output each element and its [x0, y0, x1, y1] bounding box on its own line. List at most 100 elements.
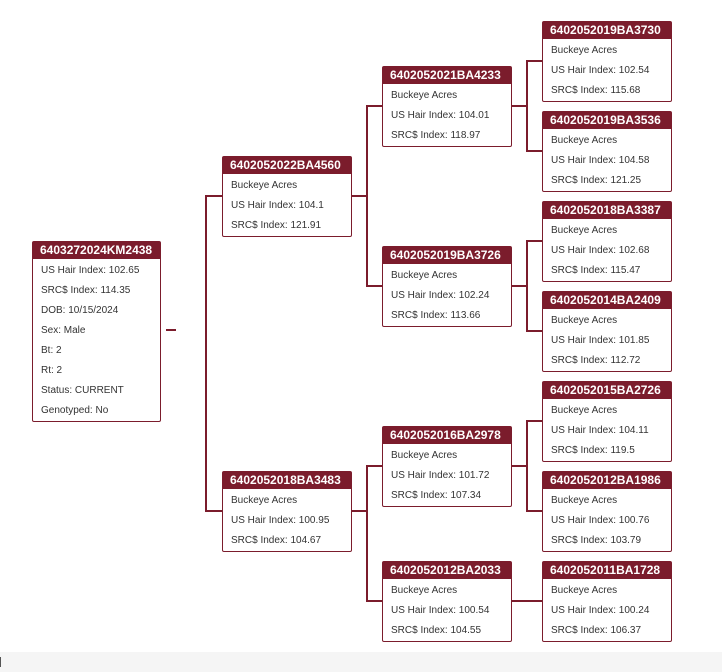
- connector-line: [512, 105, 527, 107]
- animal-id[interactable]: 6402052019BA3730: [543, 22, 671, 39]
- src-index: SRC$ Index: 115.47: [551, 265, 641, 276]
- subject-dob: DOB: 10/15/2024: [41, 305, 119, 316]
- subject-rt: Rt: 2: [41, 365, 63, 376]
- animal-id[interactable]: 6402052022BA4560: [223, 157, 351, 174]
- animal-id[interactable]: 6402052014BA2409: [543, 292, 671, 309]
- src-index: SRC$ Index: 103.79: [551, 535, 642, 546]
- animal-id[interactable]: 6402052021BA4233: [383, 67, 511, 84]
- src-index: SRC$ Index: 107.34: [391, 490, 482, 501]
- horizontal-scrollbar[interactable]: [0, 652, 722, 672]
- animal-id[interactable]: 6402052012BA1986: [543, 472, 671, 489]
- subject-bt: Bt: 2: [41, 345, 62, 356]
- breeder-name: Buckeye Acres: [551, 585, 618, 596]
- breeder-name: Buckeye Acres: [551, 315, 618, 326]
- dam-card[interactable]: 6402052018BA3483 Buckeye Acres US Hair I…: [222, 471, 352, 552]
- breeder-name: Buckeye Acres: [551, 45, 618, 56]
- connector-line: [526, 330, 542, 332]
- subject-sex: Sex: Male: [41, 325, 86, 336]
- great-grandparent-card[interactable]: 6402052019BA3730 Buckeye Acres US Hair I…: [542, 21, 672, 102]
- src-index: SRC$ Index: 121.25: [551, 175, 642, 186]
- connector-line: [526, 420, 542, 422]
- hair-index: US Hair Index: 104.1: [231, 200, 324, 211]
- breeder-name: Buckeye Acres: [391, 450, 458, 461]
- hair-index: US Hair Index: 101.72: [391, 470, 490, 481]
- breeder-name: Buckeye Acres: [391, 270, 458, 281]
- connector-line: [512, 600, 542, 602]
- great-grandparent-card[interactable]: 6402052011BA1728 Buckeye Acres US Hair I…: [542, 561, 672, 642]
- hair-index: US Hair Index: 100.95: [231, 515, 330, 526]
- src-index: SRC$ Index: 104.55: [391, 625, 482, 636]
- hair-index: US Hair Index: 104.01: [391, 110, 490, 121]
- animal-id[interactable]: 6402052015BA2726: [543, 382, 671, 399]
- connector-line: [366, 465, 368, 602]
- great-grandparent-card[interactable]: 6402052015BA2726 Buckeye Acres US Hair I…: [542, 381, 672, 462]
- connector-line: [526, 240, 542, 242]
- src-index: SRC$ Index: 115.68: [551, 85, 641, 96]
- sire-card[interactable]: 6402052022BA4560 Buckeye Acres US Hair I…: [222, 156, 352, 237]
- great-grandparent-card[interactable]: 6402052019BA3536 Buckeye Acres US Hair I…: [542, 111, 672, 192]
- connector-line: [352, 510, 367, 512]
- sire-sire-card[interactable]: 6402052021BA4233 Buckeye Acres US Hair I…: [382, 66, 512, 147]
- connector-line: [526, 60, 528, 152]
- subject-src-index: SRC$ Index: 114.35: [41, 285, 131, 296]
- breeder-name: Buckeye Acres: [551, 405, 618, 416]
- connector-line: [526, 510, 542, 512]
- hair-index: US Hair Index: 100.54: [391, 605, 490, 616]
- dam-sire-card[interactable]: 6402052016BA2978 Buckeye Acres US Hair I…: [382, 426, 512, 507]
- src-index: SRC$ Index: 112.72: [551, 355, 641, 366]
- src-index: SRC$ Index: 119.5: [551, 445, 635, 456]
- connector-line: [526, 150, 542, 152]
- hair-index: US Hair Index: 100.24: [551, 605, 650, 616]
- src-index: SRC$ Index: 106.37: [551, 625, 642, 636]
- subject-card[interactable]: 6403272024KM2438 US Hair Index: 102.65 S…: [32, 241, 161, 422]
- breeder-name: Buckeye Acres: [551, 495, 618, 506]
- animal-id[interactable]: 6402052016BA2978: [383, 427, 511, 444]
- connector-line: [366, 600, 382, 602]
- connector-line: [366, 105, 368, 287]
- animal-id[interactable]: 6402052011BA1728: [543, 562, 671, 579]
- hair-index: US Hair Index: 102.54: [551, 65, 650, 76]
- breeder-name: Buckeye Acres: [391, 90, 458, 101]
- connector-line: [526, 60, 542, 62]
- connector-line: [205, 195, 207, 512]
- breeder-name: Buckeye Acres: [231, 180, 298, 191]
- hair-index: US Hair Index: 104.11: [551, 425, 649, 436]
- connector-line: [205, 195, 222, 197]
- src-index: SRC$ Index: 113.66: [391, 310, 481, 321]
- subject-id[interactable]: 6403272024KM2438: [33, 242, 160, 259]
- connector-line: [366, 465, 382, 467]
- hair-index: US Hair Index: 102.24: [391, 290, 490, 301]
- great-grandparent-card[interactable]: 6402052014BA2409 Buckeye Acres US Hair I…: [542, 291, 672, 372]
- connector-line: [526, 420, 528, 512]
- scrollbar-edge: [0, 657, 1, 667]
- animal-id[interactable]: 6402052018BA3483: [223, 472, 351, 489]
- connector-line: [366, 105, 382, 107]
- animal-id[interactable]: 6402052019BA3726: [383, 247, 511, 264]
- hair-index: US Hair Index: 100.76: [551, 515, 650, 526]
- great-grandparent-card[interactable]: 6402052012BA1986 Buckeye Acres US Hair I…: [542, 471, 672, 552]
- connector-line: [512, 285, 527, 287]
- animal-id[interactable]: 6402052019BA3536: [543, 112, 671, 129]
- subject-hair-index: US Hair Index: 102.65: [41, 265, 140, 276]
- breeder-name: Buckeye Acres: [551, 225, 618, 236]
- breeder-name: Buckeye Acres: [391, 585, 458, 596]
- hair-index: US Hair Index: 104.58: [551, 155, 650, 166]
- great-grandparent-card[interactable]: 6402052018BA3387 Buckeye Acres US Hair I…: [542, 201, 672, 282]
- subject-status: Status: CURRENT: [41, 385, 124, 396]
- breeder-name: Buckeye Acres: [551, 135, 618, 146]
- hair-index: US Hair Index: 101.85: [551, 335, 650, 346]
- hair-index: US Hair Index: 102.68: [551, 245, 650, 256]
- connector-line: [526, 240, 528, 332]
- animal-id[interactable]: 6402052012BA2033: [383, 562, 511, 579]
- connector-line: [166, 329, 176, 331]
- src-index: SRC$ Index: 104.67: [231, 535, 322, 546]
- breeder-name: Buckeye Acres: [231, 495, 298, 506]
- connector-line: [352, 195, 367, 197]
- subject-genotyped: Genotyped: No: [41, 405, 109, 416]
- connector-line: [512, 465, 527, 467]
- sire-dam-card[interactable]: 6402052019BA3726 Buckeye Acres US Hair I…: [382, 246, 512, 327]
- connector-line: [366, 285, 382, 287]
- dam-dam-card[interactable]: 6402052012BA2033 Buckeye Acres US Hair I…: [382, 561, 512, 642]
- animal-id[interactable]: 6402052018BA3387: [543, 202, 671, 219]
- src-index: SRC$ Index: 118.97: [391, 130, 481, 141]
